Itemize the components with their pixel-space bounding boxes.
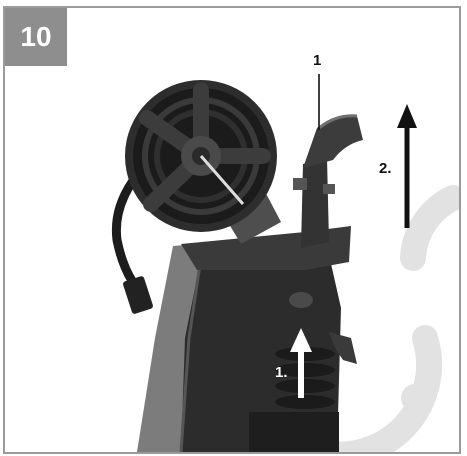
ribbed-grip	[275, 347, 335, 409]
lower-panel	[249, 412, 339, 452]
hose	[111, 173, 142, 293]
callout-step-1-label: 1.	[275, 364, 288, 381]
handle-grip-top	[318, 114, 358, 130]
figure-frame: 10	[3, 6, 461, 454]
watermark-shape	[292, 185, 459, 452]
handle-post	[301, 158, 329, 248]
hose-reel	[125, 80, 277, 232]
handle-clip	[293, 178, 307, 190]
hose-coupling	[123, 276, 153, 314]
arrow-up-step-2	[397, 104, 417, 228]
side-bracket	[329, 332, 357, 364]
pressure-washer-illustration	[111, 74, 459, 452]
step-number-badge: 10	[5, 8, 67, 66]
handle-clip-right	[323, 184, 335, 194]
body-knob	[289, 292, 313, 308]
handle-grip	[303, 115, 363, 168]
callout-part-1-label: 1	[313, 52, 322, 69]
callout-step-2-label: 2.	[379, 160, 392, 177]
washer-body-edge	[179, 257, 203, 452]
arrow-up-step-1	[290, 328, 312, 398]
